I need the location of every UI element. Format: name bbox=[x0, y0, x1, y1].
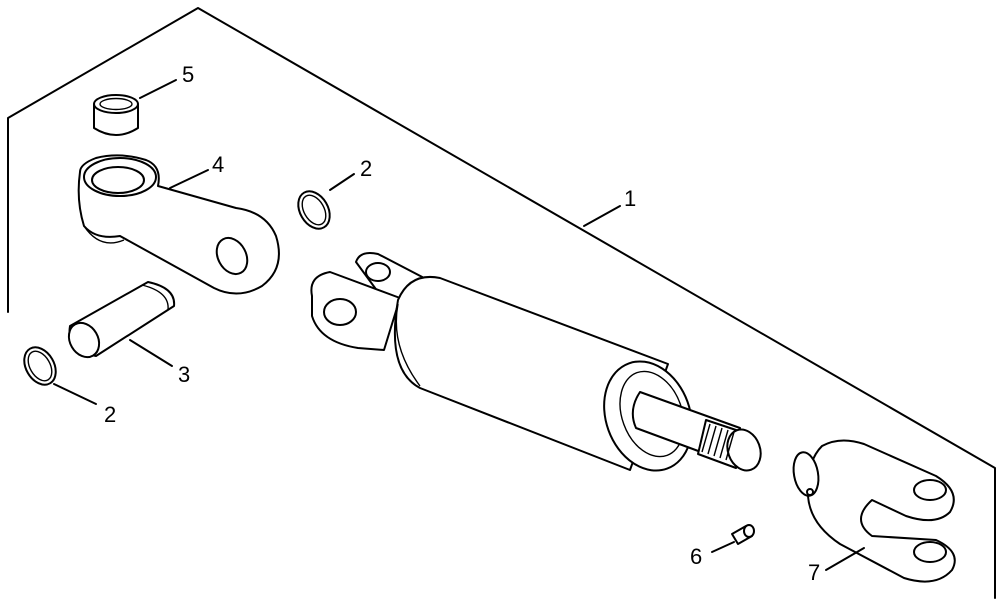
leader-lines bbox=[53, 79, 865, 571]
callout-1: 1 bbox=[624, 186, 636, 211]
part-2-snap-ring-upper bbox=[297, 190, 331, 230]
part-5-bushing bbox=[93, 94, 139, 136]
part-1-cylinder bbox=[310, 252, 762, 472]
part-2-snap-ring-lower bbox=[23, 346, 57, 386]
callout-3: 3 bbox=[178, 362, 190, 387]
assembly-boundary-line bbox=[7, 7, 996, 599]
callout-6: 6 bbox=[690, 544, 702, 569]
part-7-yoke bbox=[792, 439, 956, 583]
part-3-pin bbox=[67, 281, 176, 359]
part-4-arm bbox=[77, 154, 280, 295]
callout-4: 4 bbox=[212, 152, 224, 177]
callout-2-upper: 2 bbox=[360, 156, 372, 181]
part-6-small-pin bbox=[731, 524, 755, 545]
callout-5: 5 bbox=[182, 62, 194, 87]
callout-2-lower: 2 bbox=[104, 402, 116, 427]
callout-7: 7 bbox=[808, 560, 820, 585]
